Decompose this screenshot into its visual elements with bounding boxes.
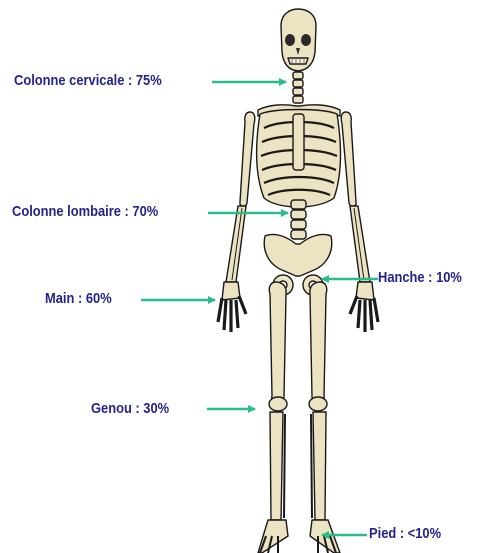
left-hand xyxy=(218,282,246,332)
label-genou: Genou : 30% xyxy=(91,400,169,418)
right-forearm xyxy=(350,206,370,282)
right-tibia xyxy=(313,412,326,520)
right-foot xyxy=(310,520,340,553)
right-knee xyxy=(309,397,327,411)
cervical-spine xyxy=(293,72,303,103)
left-tibia xyxy=(270,412,283,520)
label-colonne-cervicale: Colonne cervicale : 75% xyxy=(14,72,162,90)
left-knee xyxy=(269,397,287,411)
label-main: Main : 60% xyxy=(45,290,112,308)
right-hand xyxy=(350,282,378,332)
label-hanche: Hanche : 10% xyxy=(378,269,462,287)
skeleton-illustration xyxy=(218,9,378,553)
label-colonne-lombaire: Colonne lombaire : 70% xyxy=(12,203,158,221)
skull xyxy=(281,9,316,71)
right-femur xyxy=(310,282,327,402)
rib-cage xyxy=(257,110,341,208)
right-humerus xyxy=(341,112,356,206)
lumbar-spine xyxy=(291,200,306,239)
left-foot xyxy=(258,520,288,553)
left-forearm xyxy=(226,206,246,282)
left-humerus xyxy=(240,112,255,206)
label-pied: Pied : <10% xyxy=(369,525,441,543)
left-femur xyxy=(269,282,286,402)
